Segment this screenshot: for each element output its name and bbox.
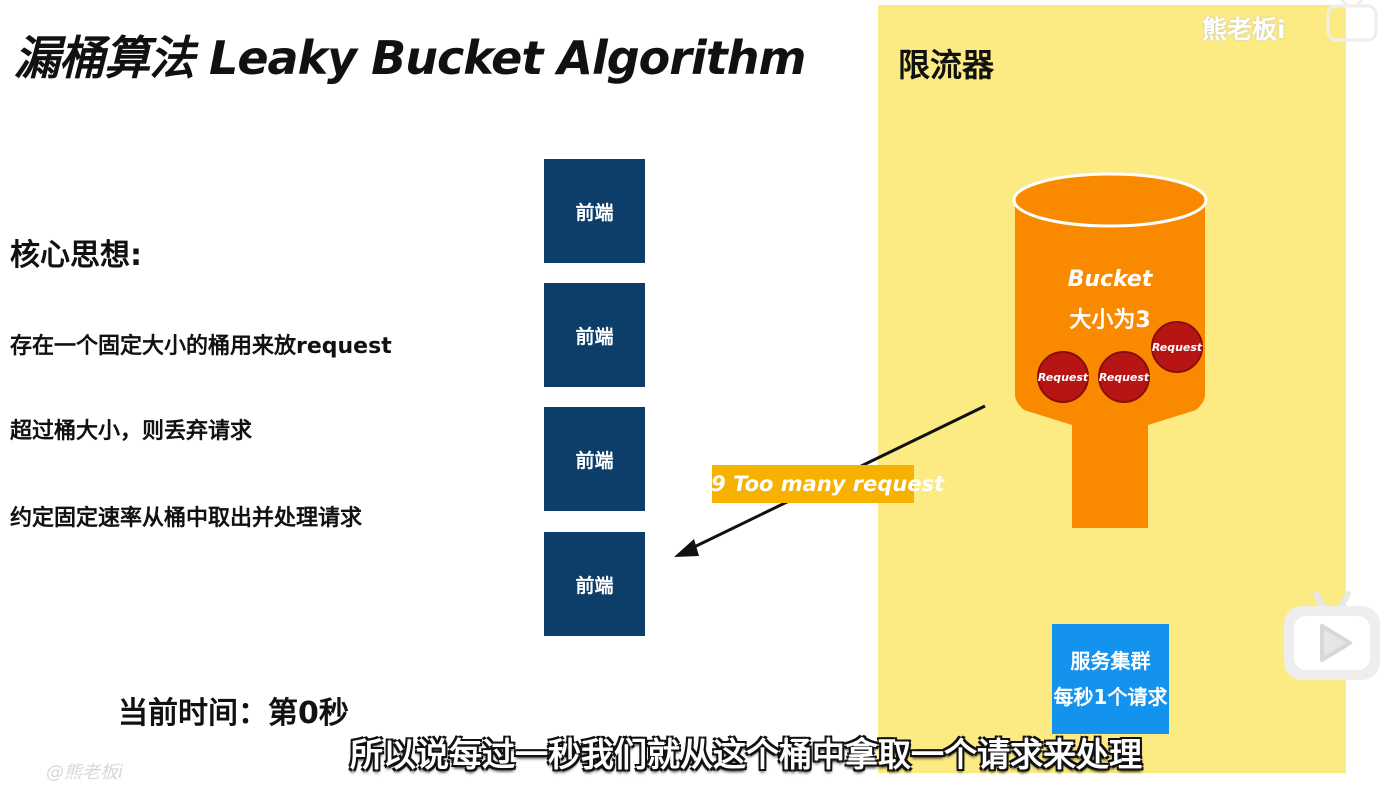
current-time-label: 当前时间：第0秒 xyxy=(118,696,349,731)
service-cluster-box: 服务集群 每秒1个请求 xyxy=(1052,624,1169,734)
limiter-title: 限流器 xyxy=(898,46,995,84)
frontend-box-3: 前端 xyxy=(544,407,645,511)
core-idea-heading: 核心思想: xyxy=(10,238,142,273)
core-idea-point-2: 超过桶大小，则丢弃请求 xyxy=(10,419,253,444)
service-rate-label: 每秒1个请求 xyxy=(1053,685,1168,709)
request-ball-2: Request xyxy=(1098,351,1150,403)
page-title: 漏桶算法 Leaky Bucket Algorithm xyxy=(14,31,806,85)
bucket-label: Bucket xyxy=(1067,267,1153,292)
core-idea-point-1: 存在一个固定大小的桶用来放request xyxy=(10,334,392,359)
frontend-box-2: 前端 xyxy=(544,283,645,387)
frontend-box-4: 前端 xyxy=(544,532,645,636)
watermark-bottom: @熊老板i xyxy=(46,762,124,783)
frontend-box-1: 前端 xyxy=(544,159,645,263)
too-many-requests-label: 429 Too many request xyxy=(682,465,944,503)
core-idea-point-3: 约定固定速率从桶中取出并处理请求 xyxy=(10,506,363,531)
request-ball-1: Request xyxy=(1037,351,1089,403)
play-badge-icon[interactable] xyxy=(1280,590,1384,684)
watermark-top: 熊老板i xyxy=(1202,15,1286,44)
request-ball-3: Request xyxy=(1151,321,1203,373)
service-cluster-label: 服务集群 xyxy=(1070,649,1151,673)
video-subtitle: 所以说每过一秒我们就从这个桶中拿取一个请求来处理 xyxy=(350,735,1142,774)
bucket-size-label: 大小为3 xyxy=(1069,308,1151,333)
bilibili-logo-icon xyxy=(1326,0,1378,42)
